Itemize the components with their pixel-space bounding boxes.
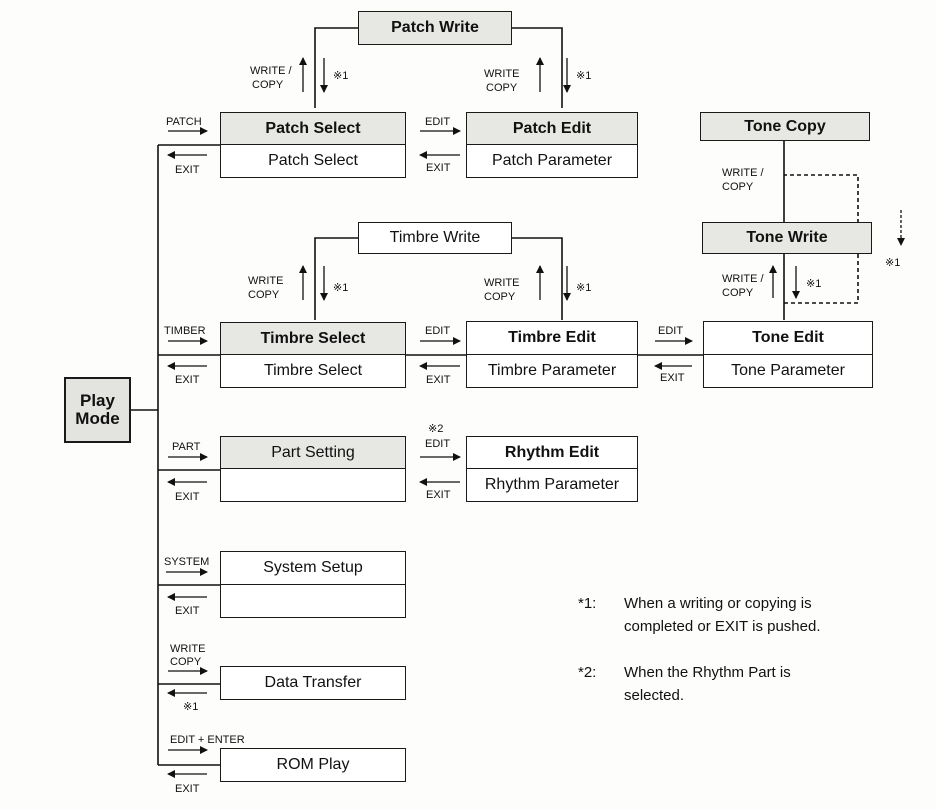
copy-label-timbre-edit: COPY xyxy=(484,291,516,303)
tone-copy-box: Tone Copy xyxy=(700,112,870,141)
copy-label-patch-edit: COPY xyxy=(486,82,518,94)
rhythm-parameter-box: Rhythm Parameter xyxy=(466,468,638,502)
exit-label-timbre-edit: EXIT xyxy=(426,374,451,386)
system-label: SYSTEM xyxy=(164,556,210,568)
footnote-1-line2: completed or EXIT is pushed. xyxy=(624,618,821,635)
exit-label-patch: EXIT xyxy=(175,164,200,176)
exit-label-timbre: EXIT xyxy=(175,374,200,386)
write-label-timbre-edit: WRITE xyxy=(484,277,520,289)
footnote-1: *1: When a writing or copying is complete… xyxy=(578,592,821,638)
write-slash-label-tone-write: WRITE / xyxy=(722,273,764,285)
play-mode-line2: Mode xyxy=(75,409,120,428)
edit-label-patch: EDIT xyxy=(425,116,451,128)
rhythm-edit-title: Rhythm Edit xyxy=(466,436,638,469)
mark1-patch-select: ※1 xyxy=(333,70,349,82)
mark1-timbre-select: ※1 xyxy=(333,282,349,294)
write-label-patch-edit: WRITE xyxy=(484,68,520,80)
copy-label-patch-select: COPY xyxy=(252,79,284,91)
patch-write-box: Patch Write xyxy=(358,11,512,45)
system-setup-title: System Setup xyxy=(220,551,406,585)
write-label-transfer: WRITE xyxy=(170,643,206,655)
timbre-edit-title: Timbre Edit xyxy=(466,321,638,355)
footnote-1-mark: *1: xyxy=(578,595,597,612)
part-label: PART xyxy=(172,441,201,453)
play-mode-box: Play Mode xyxy=(64,377,131,443)
mark1-tone-copy-loop: ※1 xyxy=(885,257,901,269)
footnote-2-line2: selected. xyxy=(624,687,685,704)
patch-edit-title: Patch Edit xyxy=(466,112,638,145)
mark1-transfer: ※1 xyxy=(183,701,199,713)
mark2-rhythm: ※2 xyxy=(428,423,444,435)
exit-label-patch-edit: EXIT xyxy=(426,162,451,174)
exit-label-part: EXIT xyxy=(175,491,200,503)
mark1-timbre-edit: ※1 xyxy=(576,282,592,294)
footnote-2: *2: When the Rhythm Part is selected. xyxy=(578,661,791,707)
timbre-select-parameter: Timbre Select xyxy=(220,354,406,388)
rom-play-box: ROM Play xyxy=(220,748,406,782)
mark1-tone-write: ※1 xyxy=(806,278,822,290)
timber-label: TIMBER xyxy=(164,325,206,337)
copy-label-tone-copy: COPY xyxy=(722,181,754,193)
mark1-patch-edit: ※1 xyxy=(576,70,592,82)
timbre-select-title: Timbre Select xyxy=(220,322,406,355)
exit-label-system: EXIT xyxy=(175,605,200,617)
exit-label-rhythm-edit: EXIT xyxy=(426,489,451,501)
tone-parameter-box: Tone Parameter xyxy=(703,354,873,388)
edit-label-tone: EDIT xyxy=(658,325,684,337)
exit-label-rom: EXIT xyxy=(175,783,200,795)
copy-label-transfer: COPY xyxy=(170,656,202,668)
tone-edit-title: Tone Edit xyxy=(703,321,873,355)
patch-label: PATCH xyxy=(166,116,202,128)
part-setting-title: Part Setting xyxy=(220,436,406,469)
play-mode-line1: Play xyxy=(80,391,115,410)
timbre-parameter-box: Timbre Parameter xyxy=(466,354,638,388)
write-slash-label-patch-select: WRITE / xyxy=(250,65,292,77)
write-slash-label-tone-copy: WRITE / xyxy=(722,167,764,179)
edit-label-rhythm: EDIT xyxy=(425,438,451,450)
part-setting-empty xyxy=(220,468,406,502)
copy-label-tone-write: COPY xyxy=(722,287,754,299)
data-transfer-box: Data Transfer xyxy=(220,666,406,700)
tone-write-box: Tone Write xyxy=(702,222,872,254)
patch-select-parameter: Patch Select xyxy=(220,144,406,178)
copy-label-timbre-select: COPY xyxy=(248,289,280,301)
edit-enter-label: EDIT + ENTER xyxy=(170,734,245,746)
edit-label-timbre: EDIT xyxy=(425,325,451,337)
timbre-write-box: Timbre Write xyxy=(358,222,512,254)
footnote-1-line1: When a writing or copying is xyxy=(624,595,812,612)
footnote-2-mark: *2: xyxy=(578,664,597,681)
exit-label-tone-edit: EXIT xyxy=(660,372,685,384)
write-label-timbre-select: WRITE xyxy=(248,275,284,287)
patch-parameter-box: Patch Parameter xyxy=(466,144,638,178)
patch-select-title: Patch Select xyxy=(220,112,406,145)
system-setup-empty xyxy=(220,584,406,618)
footnote-2-line1: When the Rhythm Part is xyxy=(624,664,791,681)
